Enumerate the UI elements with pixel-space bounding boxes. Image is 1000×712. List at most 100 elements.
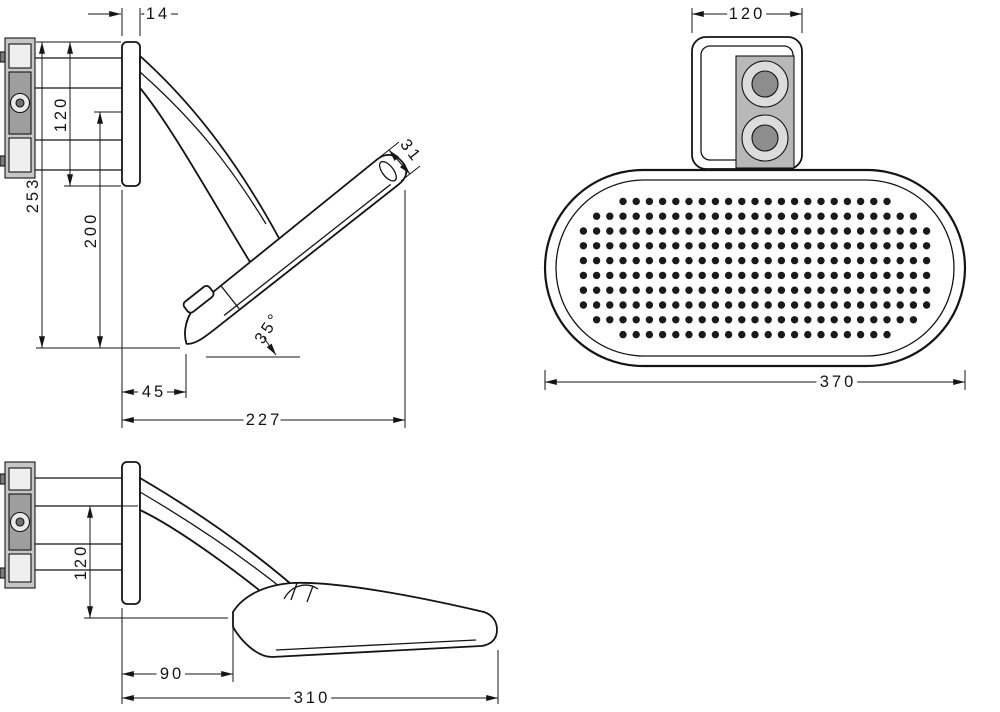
nozzle-dot (870, 330, 878, 339)
nozzle-dot (764, 212, 772, 220)
nozzle-dot (619, 212, 627, 220)
nozzle-dot (909, 227, 918, 235)
nozzle-dot (751, 301, 759, 309)
nozzle-dot (619, 242, 627, 250)
nozzle-dot (909, 301, 918, 309)
nozzle-dot (645, 301, 654, 309)
nozzle-dot (672, 330, 680, 339)
nozzle-dot (738, 212, 746, 220)
nozzle-dot (804, 227, 812, 235)
nozzle-dot (632, 242, 640, 250)
shower-head-side-lower (232, 581, 498, 658)
nozzle-dot (672, 242, 680, 250)
nozzle-dot (922, 271, 931, 280)
nozzle-dot (632, 271, 640, 280)
front-view: 120 370 (543, 1, 967, 396)
nozzle-dot (817, 227, 825, 235)
nozzle-dot (645, 242, 654, 250)
nozzle-dot (751, 330, 759, 339)
nozzle-dot (804, 330, 812, 339)
nozzle-dot (922, 242, 931, 250)
nozzle-dot (817, 256, 825, 265)
nozzle-dot (764, 256, 772, 265)
nozzle-dot (843, 227, 852, 235)
nozzle-dot (685, 212, 693, 220)
nozzle-dot (619, 286, 627, 294)
nozzle-dot (830, 301, 838, 309)
nozzle-dot (804, 271, 812, 280)
nozzle-grid (579, 197, 931, 339)
nozzle-dot (645, 227, 654, 235)
nozzle-dot (764, 330, 772, 339)
nozzle-dot (856, 286, 865, 294)
nozzle-dot (632, 330, 640, 339)
nozzle-dot (790, 242, 799, 250)
nozzle-dot (738, 227, 746, 235)
nozzle-dot (606, 301, 614, 309)
nozzle-dot (738, 286, 746, 294)
nozzle-dot (632, 301, 640, 309)
nozzle-dot (592, 212, 601, 220)
nozzle-dot (698, 316, 706, 324)
nozzle-dot (685, 227, 693, 235)
nozzle-dot (843, 242, 852, 250)
nozzle-dot (698, 197, 706, 206)
nozzle-dot (619, 271, 627, 280)
nozzle-dot (685, 286, 693, 294)
dim-arm-projection: 45 (142, 383, 166, 401)
nozzle-dot (896, 256, 904, 265)
nozzle-dot (672, 301, 680, 309)
nozzle-dot (751, 212, 759, 220)
nozzle-dot (922, 256, 931, 265)
nozzle-dot (777, 301, 786, 309)
nozzle-dot (672, 316, 680, 324)
nozzle-dot (658, 316, 667, 324)
nozzle-dot (724, 212, 733, 220)
dim-wall-offset: 14 (146, 5, 170, 23)
nozzle-dot (685, 316, 693, 324)
nozzle-dot (619, 316, 627, 324)
nozzle-dot (672, 197, 680, 206)
nozzle-dot (711, 316, 720, 324)
nozzle-dot (711, 212, 720, 220)
nozzle-dot (658, 242, 667, 250)
nozzle-dot (632, 212, 640, 220)
wall-escutcheon-lower (121, 461, 141, 605)
nozzle-dot (658, 256, 667, 265)
nozzle-dot (909, 286, 918, 294)
nozzle-dot (738, 301, 746, 309)
nozzle-dot (777, 286, 786, 294)
nozzle-dot (698, 227, 706, 235)
dim-drop-height: 120 (72, 544, 90, 581)
nozzle-dot (698, 212, 706, 220)
dim-head-setback: 90 (160, 665, 184, 683)
nozzle-dot (830, 286, 838, 294)
dim-head-drop: 200 (82, 212, 100, 249)
nozzle-dot (645, 197, 654, 206)
dim-overall-projection-upper: 227 (246, 411, 283, 429)
nozzle-dot (896, 301, 904, 309)
nozzle-dot (606, 316, 614, 324)
nozzle-dot (883, 286, 891, 294)
nozzle-dot (698, 256, 706, 265)
nozzle-dot (856, 227, 865, 235)
nozzle-dot (830, 271, 838, 280)
nozzle-dot (619, 330, 627, 339)
nozzle-dot (883, 256, 891, 265)
shower-head-side (182, 154, 408, 345)
nozzle-dot (843, 271, 852, 280)
nozzle-dot (764, 242, 772, 250)
nozzle-dot (751, 227, 759, 235)
nozzle-dot (645, 286, 654, 294)
nozzle-dot (804, 212, 812, 220)
nozzle-dot (658, 286, 667, 294)
nozzle-dot (856, 242, 865, 250)
nozzle-dot (843, 212, 852, 220)
nozzle-dot (804, 316, 812, 324)
nozzle-dot (645, 271, 654, 280)
nozzle-dot (592, 301, 601, 309)
nozzle-dot (777, 227, 786, 235)
concealed-installation-box (0, 37, 36, 179)
pivot-joint (283, 584, 319, 600)
